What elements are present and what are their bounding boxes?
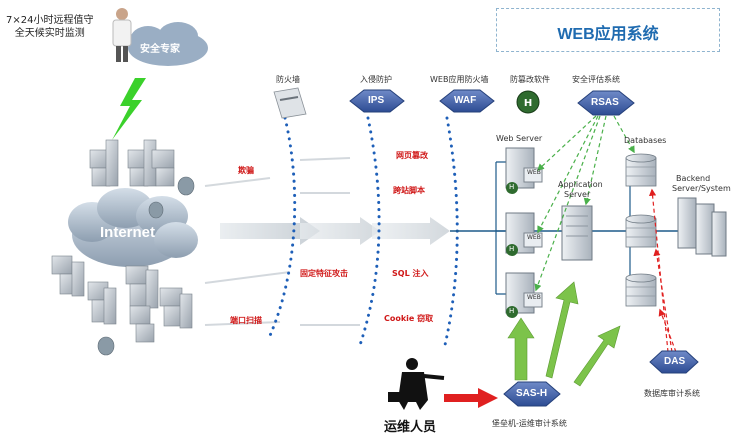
lightning-icon — [112, 78, 146, 140]
attack-signature: 固定特征攻击 — [300, 269, 348, 278]
attack-sql-injection: SQL 注入 — [392, 269, 429, 278]
firewall-label: 防火墙 — [276, 75, 300, 84]
waf-label: WEB应用防火墙 — [430, 75, 489, 84]
expert-cloud — [128, 22, 208, 66]
ips-label: 入侵防护 — [360, 75, 392, 84]
web-tag-2: WEB — [527, 234, 541, 241]
h-tag-1: H — [509, 183, 515, 191]
sash-name: SAS-H — [516, 388, 548, 399]
waf-device — [439, 89, 495, 113]
internet-cloud — [68, 188, 198, 267]
ips-name: IPS — [368, 95, 385, 106]
databases-label: Databases — [624, 136, 667, 145]
page-title: WEB应用系统 — [557, 26, 659, 43]
database-racks — [626, 166, 656, 297]
backend-servers — [677, 197, 727, 257]
antitamper-label: 防篡改软件 — [510, 75, 550, 84]
sash-label: 堡垒机-运维审计系统 — [492, 419, 567, 428]
attack-cookie-theft: Cookie 窃取 — [384, 314, 434, 323]
client-pcs-bottom — [51, 255, 193, 343]
rsas-name: RSAS — [591, 97, 619, 108]
das-label: 数据库审计系统 — [644, 389, 700, 398]
web-server-label: Web Server — [496, 134, 543, 143]
expert-label: 安全专家 — [140, 44, 180, 55]
das-name: DAS — [664, 356, 686, 367]
rsas-label: 安全评估系统 — [572, 75, 620, 84]
app-server-label-1: Application — [558, 180, 603, 189]
svg-text:H: H — [524, 98, 532, 109]
h-tag-3: H — [509, 307, 515, 315]
monitor-line-1: 7×24小时远程值守 — [6, 15, 94, 26]
antitamper-device: H — [516, 90, 540, 114]
internet-label: Internet — [100, 224, 156, 241]
monitor-caption: 7×24小时远程值守 全天候实时监测 — [6, 14, 93, 40]
waf-name: WAF — [454, 95, 477, 106]
backend-label-1: Backend — [676, 174, 711, 183]
ops-personnel-label: 运维人员 — [384, 420, 437, 435]
firewall-device — [273, 87, 307, 119]
security-expert-figure — [112, 8, 132, 62]
hacker-icons — [97, 176, 195, 356]
attack-spoofing: 欺骗 — [238, 166, 254, 175]
web-servers — [505, 147, 543, 318]
scan-arrows — [534, 115, 635, 292]
attack-port-scan: 端口扫描 — [230, 316, 262, 325]
ips-boundary — [358, 116, 381, 347]
backend-label-2: Server/System — [672, 184, 731, 193]
h-tag-2: H — [509, 245, 515, 253]
database-cylinders — [625, 153, 657, 307]
attack-flow-lines — [204, 157, 360, 326]
ops-person-figure — [388, 358, 445, 410]
monitor-line-2: 全天候实时监测 — [14, 28, 85, 39]
web-tag-1: WEB — [527, 169, 541, 176]
ops-access-arrow — [444, 388, 498, 408]
app-server-label-2: Server — [564, 190, 591, 199]
rsas-device — [577, 90, 635, 116]
attack-xss: 跨站脚本 — [393, 186, 425, 195]
ops-audit-arrows — [507, 281, 621, 387]
client-pcs-top — [89, 139, 175, 187]
das-device — [649, 350, 699, 374]
web-tag-3: WEB — [527, 294, 541, 301]
sash-device — [503, 381, 561, 407]
ips-device — [349, 89, 405, 113]
traffic-flow-arrows — [220, 217, 450, 245]
attack-defacement: 网页篡改 — [396, 151, 428, 160]
db-audit-arrows — [648, 188, 677, 353]
title-box: WEB应用系统 — [496, 8, 720, 52]
application-server — [561, 205, 593, 261]
